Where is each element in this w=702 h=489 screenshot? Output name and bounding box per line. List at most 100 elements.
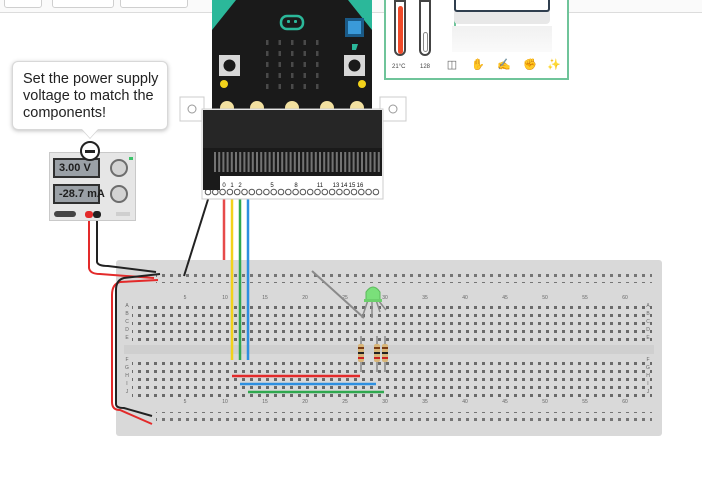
pin-hole[interactable]: [248, 188, 256, 196]
pin-hole[interactable]: [233, 188, 241, 196]
current-knob[interactable]: [110, 185, 128, 203]
row-letter: B: [125, 311, 129, 317]
pin-label: 16: [357, 183, 364, 189]
pin-hole[interactable]: [292, 188, 299, 196]
pin-hole[interactable]: [285, 188, 292, 196]
row-letter: D: [646, 327, 650, 333]
toolbar-button[interactable]: [120, 0, 188, 8]
column-number: 45: [502, 399, 508, 405]
row-letter: A: [646, 303, 650, 309]
pin-label: 1: [230, 183, 234, 189]
matrix-led: [291, 40, 294, 45]
matrix-led: [316, 51, 319, 56]
resistor[interactable]: [382, 336, 388, 372]
pin-label: 5: [270, 183, 274, 189]
pin-label: 8: [294, 183, 298, 189]
accelerometer-preview[interactable]: [452, 0, 552, 52]
toolbar-dropdown[interactable]: [4, 0, 42, 8]
toolbar-button[interactable]: [52, 0, 114, 8]
rgb-led[interactable]: [361, 286, 387, 319]
matrix-led: [278, 73, 281, 78]
light-slider[interactable]: [419, 0, 431, 56]
column-number: 50: [542, 399, 548, 405]
pin-hole[interactable]: [219, 188, 226, 196]
pin-hole[interactable]: [365, 188, 372, 196]
matrix-led: [303, 62, 306, 67]
column-number: 55: [582, 399, 588, 405]
pin-hole[interactable]: [336, 188, 343, 196]
pin-hole[interactable]: [358, 188, 365, 196]
zoom-out-icon[interactable]: [80, 141, 100, 161]
pin-hole[interactable]: [241, 188, 248, 196]
current-display: -28.7 mA: [53, 184, 105, 204]
led-matrix: [266, 40, 319, 89]
column-number: 45: [502, 295, 508, 301]
pin-label: 2: [238, 183, 242, 189]
resistor[interactable]: [374, 336, 380, 372]
row-letter: E: [125, 335, 129, 341]
button-a[interactable]: [219, 55, 240, 76]
jumper-wires[interactable]: [183, 192, 384, 394]
temperature-slider[interactable]: [394, 0, 406, 56]
row-letter: E: [646, 335, 650, 341]
matrix-led: [278, 62, 281, 67]
column-number: 20: [302, 399, 308, 405]
logo-up-icon[interactable]: ◫: [446, 59, 458, 71]
matrix-led: [266, 40, 269, 45]
psu-leads[interactable]: [88, 215, 161, 425]
pin-hole[interactable]: [277, 188, 285, 196]
pin-hole[interactable]: [255, 188, 263, 196]
matrix-led: [278, 84, 281, 89]
resistor[interactable]: [358, 336, 364, 372]
pin-hole[interactable]: [328, 188, 336, 196]
pin-hole[interactable]: [263, 188, 270, 196]
voltage-display: 3.00 V: [53, 158, 100, 178]
button-b[interactable]: [344, 55, 365, 76]
matrix-led: [266, 84, 269, 89]
pin-hole[interactable]: [212, 188, 219, 196]
tilt-left-icon[interactable]: ✋: [471, 59, 485, 71]
column-number: 10: [222, 399, 228, 405]
freefall-icon[interactable]: ✨: [547, 59, 561, 71]
column-number: 40: [462, 295, 468, 301]
matrix-led: [303, 51, 306, 56]
row-letter: J: [647, 389, 650, 395]
row-letter: D: [125, 327, 129, 333]
row-letter: F: [646, 357, 649, 363]
row-letter: F: [125, 357, 128, 363]
shake-hand-icon[interactable]: ✊: [523, 59, 537, 71]
pin-hole[interactable]: [321, 188, 329, 196]
pin-hole[interactable]: [306, 188, 314, 196]
voltage-knob[interactable]: [110, 159, 128, 177]
column-number: 20: [302, 295, 308, 301]
pin-hole[interactable]: [372, 188, 380, 196]
resistors[interactable]: [358, 336, 388, 372]
negative-terminal[interactable]: [93, 211, 101, 218]
power-supply[interactable]: 3.00 V -28.7 mA: [49, 152, 136, 221]
pin-hole[interactable]: [314, 188, 321, 196]
row-letter: I: [647, 381, 648, 387]
pin-hole[interactable]: [270, 188, 278, 196]
pin-label: 11: [317, 183, 324, 189]
pin-hole[interactable]: [204, 188, 212, 196]
microbit[interactable]: [212, 0, 372, 115]
pin-hole[interactable]: [299, 188, 307, 196]
light-label: 128: [420, 64, 431, 70]
positive-terminal[interactable]: [85, 211, 93, 218]
logo-touch-icon[interactable]: [279, 14, 305, 31]
column-number: 35: [422, 295, 428, 301]
pin-label: 14: [341, 183, 348, 189]
pin-hole[interactable]: [343, 188, 351, 196]
pin-hole[interactable]: [226, 188, 234, 196]
column-number: 60: [622, 399, 628, 405]
pin-hole[interactable]: [350, 188, 358, 196]
column-number: 50: [542, 295, 548, 301]
tilt-right-icon[interactable]: ✍: [497, 59, 511, 71]
matrix-led: [316, 40, 319, 45]
row-letter: A: [125, 303, 129, 309]
power-switch[interactable]: [54, 211, 76, 217]
column-number: 25: [342, 295, 348, 301]
